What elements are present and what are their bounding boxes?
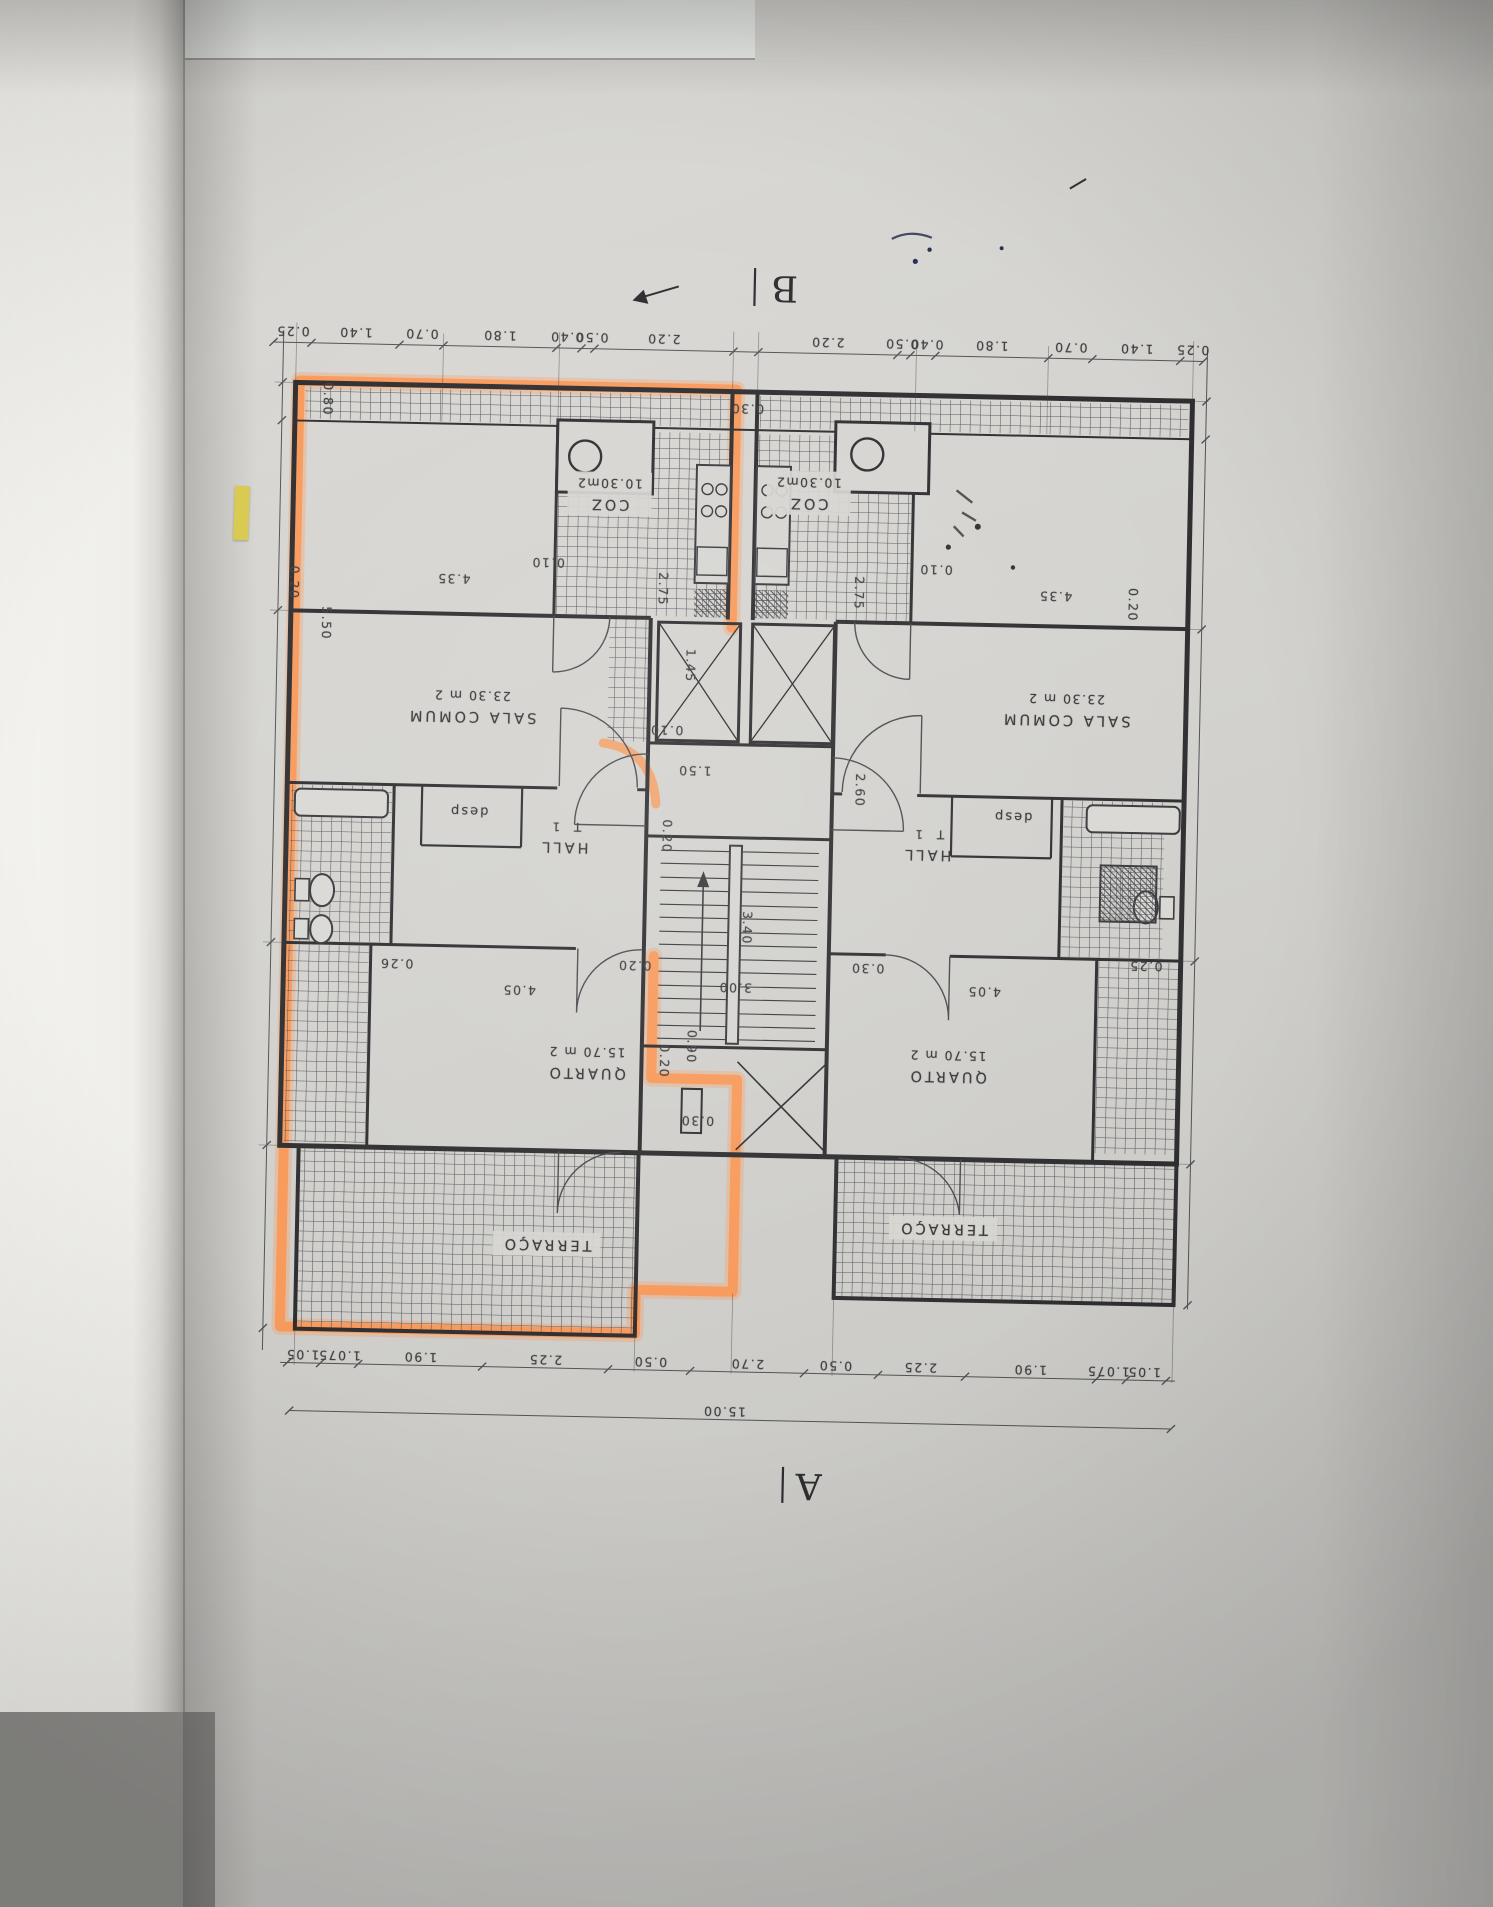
dim-label: 4.35 bbox=[436, 570, 471, 587]
room-label-kitchen-left: COZ 10.30m2 bbox=[566, 471, 653, 517]
dim-label: 2.20 bbox=[810, 334, 845, 351]
dim-label: 0.20 bbox=[1125, 587, 1142, 623]
dim-label: 5.50 bbox=[318, 606, 335, 641]
dim-label: 1.075 bbox=[1086, 1363, 1130, 1380]
section-marks bbox=[632, 268, 785, 1503]
room-tag: T 1 bbox=[547, 818, 582, 834]
dim-label: 0.25 bbox=[1175, 342, 1210, 359]
dim-label: 0.80 bbox=[320, 382, 337, 417]
dim-label: 0.10 bbox=[918, 562, 953, 578]
dimension-lines bbox=[258, 322, 1212, 1434]
room-label-bedroom-left: QUARTO 15.70 m 2 bbox=[546, 1041, 626, 1084]
room-area: 15.70 m 2 bbox=[547, 1043, 626, 1060]
dim-label: 1.05 bbox=[1127, 1364, 1162, 1381]
room-name: COZ bbox=[588, 495, 630, 513]
room-name: TERRAÇO bbox=[501, 1235, 592, 1254]
room-name: QUARTO bbox=[546, 1063, 627, 1082]
dim-label: 0.50 bbox=[818, 1358, 853, 1374]
dim-label: 1.05 bbox=[285, 1346, 320, 1363]
dim-label: 0.70 bbox=[404, 326, 439, 342]
room-label-hall-left: HALL T 1 bbox=[539, 816, 589, 858]
dim-label: 4.35 bbox=[1038, 588, 1073, 605]
room-area: 23.30 m 2 bbox=[1027, 690, 1106, 707]
room-label-kitchen-right: COZ 10.30m2 bbox=[765, 470, 852, 517]
dim-label: 1.90 bbox=[1013, 1362, 1048, 1378]
dim-label: 0.20 bbox=[659, 819, 676, 854]
dim-label: 1.075 bbox=[317, 1347, 362, 1364]
dim-label: 2.75 bbox=[851, 576, 868, 611]
book-spine-shadow bbox=[183, 0, 258, 1907]
dim-label: 0.30 bbox=[730, 401, 765, 417]
dim-label: 0.10 bbox=[530, 554, 566, 571]
dim-label: 0.20 bbox=[617, 957, 652, 974]
dim-label: 0.26 bbox=[379, 955, 414, 972]
room-label-terrace-right: TERRAÇO bbox=[888, 1214, 998, 1242]
dim-label: 2.20 bbox=[646, 331, 681, 347]
room-name: desp bbox=[992, 808, 1033, 825]
dim-label: 0.30 bbox=[680, 1113, 715, 1129]
dim-label: 2.70 bbox=[730, 1356, 765, 1372]
room-name: HALL bbox=[539, 838, 589, 856]
dim-label: 0.10 bbox=[649, 722, 684, 739]
dim-label: 1.80 bbox=[974, 338, 1009, 354]
room-area: 10.30m2 bbox=[576, 474, 643, 492]
dim-label: 3.00 bbox=[718, 979, 753, 996]
dim-label: 3.40 bbox=[739, 910, 756, 946]
dim-label: 0.25 bbox=[275, 323, 310, 340]
room-label-pantry-left: desp bbox=[449, 800, 489, 821]
room-name: SALA COMUM bbox=[406, 706, 537, 726]
dim-label: 0.40 bbox=[909, 336, 944, 353]
dim-label: 2.25 bbox=[903, 1359, 938, 1376]
dim-label: 1.45 bbox=[682, 648, 699, 683]
dim-label: 1.80 bbox=[482, 327, 517, 344]
room-name: TERRAÇO bbox=[898, 1219, 989, 1238]
section-marker-b: B bbox=[771, 266, 799, 309]
dim-label: 1.40 bbox=[1119, 341, 1154, 357]
room-area: 23.30 m 2 bbox=[433, 686, 511, 704]
room-name: SALA COMUM bbox=[1000, 710, 1131, 729]
room-area: 15.70 m 2 bbox=[908, 1046, 987, 1064]
room-name: QUARTO bbox=[907, 1067, 988, 1085]
section-marker-a: A bbox=[795, 1464, 823, 1507]
dim-label: 0.50 bbox=[633, 1354, 668, 1370]
room-area: 10.30m2 bbox=[775, 473, 843, 491]
room-label-bedroom-right: QUARTO 15.70 m 2 bbox=[907, 1044, 987, 1087]
ink-marks bbox=[891, 178, 1087, 570]
dim-label: 0.20 bbox=[286, 565, 303, 600]
room-name: HALL bbox=[902, 845, 952, 863]
dim-label: 2.75 bbox=[655, 572, 672, 607]
underlying-page-top-edge bbox=[170, 0, 755, 60]
door-arcs bbox=[551, 615, 962, 1215]
dim-label: 0.90 bbox=[683, 1029, 700, 1064]
dim-label: 1.50 bbox=[677, 763, 712, 779]
dim-label: 1.90 bbox=[403, 1349, 438, 1366]
dim-label: 4.05 bbox=[966, 984, 1002, 1000]
dim-label: 0.50 bbox=[574, 329, 609, 346]
elevator-shafts bbox=[654, 620, 837, 746]
dim-label: 0.30 bbox=[850, 960, 885, 977]
room-tag: T 1 bbox=[910, 826, 945, 842]
left-page-edge bbox=[0, 0, 185, 1720]
dim-label: 1.40 bbox=[338, 324, 373, 341]
room-name: COZ bbox=[787, 494, 829, 512]
dim-label: 0.25 bbox=[1128, 958, 1163, 975]
room-label-hall-right: HALL T 1 bbox=[902, 824, 952, 866]
hatched-areas bbox=[283, 386, 1189, 1334]
room-label-pantry-right: desp bbox=[993, 805, 1033, 826]
room-label-living-right: SALA COMUM 23.30 m 2 bbox=[1001, 687, 1131, 732]
dim-label: 0.70 bbox=[1053, 339, 1088, 356]
room-label-terrace-left: TERRAÇO bbox=[492, 1230, 601, 1258]
dim-label: 2.25 bbox=[528, 1352, 563, 1368]
room-name: desp bbox=[448, 802, 489, 819]
dim-label-overall: 15.00 bbox=[702, 1403, 747, 1420]
dim-label: 2.60 bbox=[852, 773, 869, 808]
dim-label: 4.05 bbox=[501, 982, 537, 999]
room-label-living-left: SALA COMUM 23.30 m 2 bbox=[407, 684, 537, 729]
staircase bbox=[656, 844, 819, 1045]
table-corner bbox=[0, 1712, 215, 1907]
dim-label: 0.20 bbox=[656, 1044, 673, 1079]
